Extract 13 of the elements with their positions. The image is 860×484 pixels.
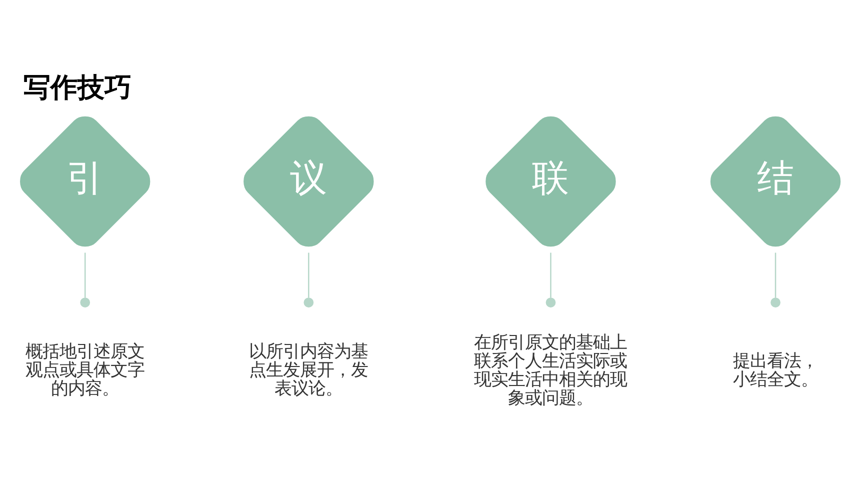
node-label: 概括地引述原文观点或具体文字的内容。: [26, 342, 145, 400]
connector: [550, 252, 552, 298]
node-circle: [304, 298, 314, 308]
node-circle: [80, 298, 90, 308]
diagram-title: 写作技巧: [23, 72, 132, 104]
node-label: 以所引内容为基点生发展开，发表议论。: [249, 342, 368, 400]
node-circle: [770, 298, 780, 308]
node-label: 在所引原文的基础上联系个人生活实际或现实生活中相关的现象或问题。: [474, 332, 628, 408]
connector: [308, 252, 310, 298]
node-label: 提出看法，小结全文。: [733, 351, 818, 390]
connector: [84, 252, 86, 298]
node-circle: [546, 298, 556, 308]
connector: [774, 252, 776, 298]
